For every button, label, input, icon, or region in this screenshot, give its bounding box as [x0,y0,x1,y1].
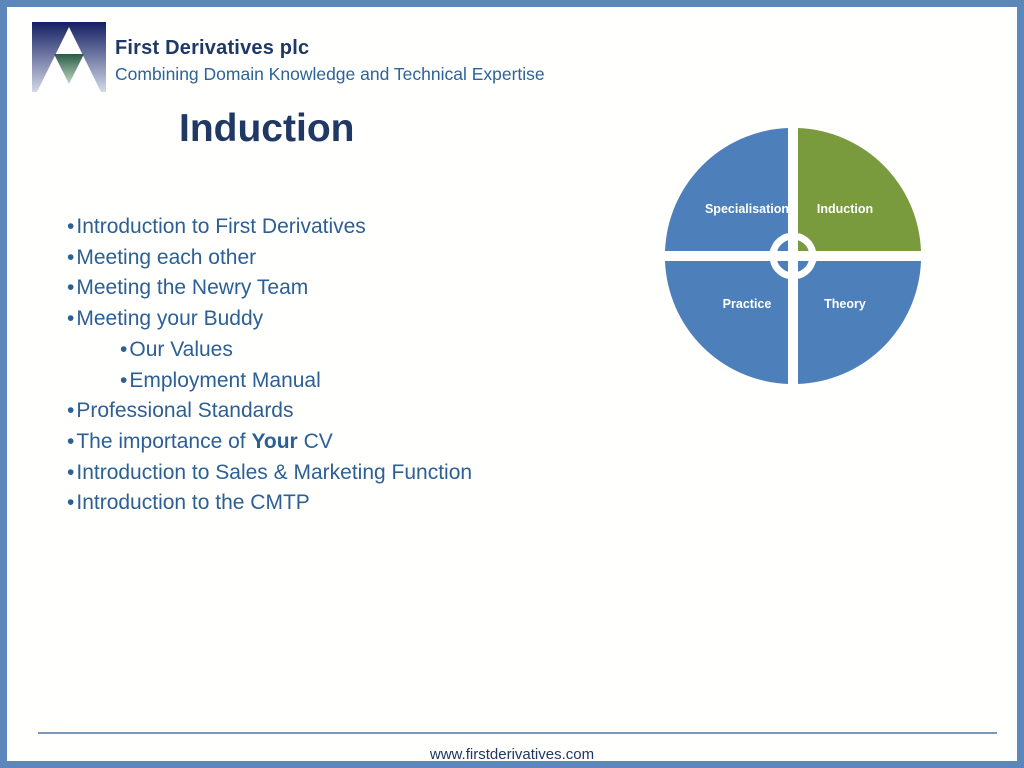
list-item-text: Meeting the Newry Team [76,276,309,300]
list-item-text: Meeting each other [76,245,257,269]
training-cycle-chart: Specialisation Induction Practice Theory [665,128,921,384]
list-item-text: Meeting your Buddy [76,307,264,331]
bullet-icon: • [67,429,75,453]
cycle-arrows-icon [764,232,822,280]
list-item: •Introduction to the CMTP [67,488,627,519]
bullet-icon: • [120,337,128,361]
company-tagline: Combining Domain Knowledge and Technical… [115,64,545,84]
bullet-icon: • [67,245,75,269]
list-item: •Meeting each other [67,243,627,274]
bullet-icon: • [67,307,75,331]
page-title: Induction [179,107,355,150]
footer-website-link[interactable]: www.firstderivatives.com [429,746,595,763]
list-item: •Our Values [67,335,627,366]
list-item-text: Employment Manual [129,368,321,392]
slice-label-practice: Practice [723,297,772,311]
first-derivatives-logo-icon [32,22,106,92]
bullet-icon: • [67,276,75,300]
footer-divider [38,732,997,734]
header: First Derivatives plc Combining Domain K… [115,37,545,85]
slice-label-theory: Theory [824,297,866,311]
list-item: •Meeting your Buddy [67,304,627,335]
list-item-text: CV [297,429,333,453]
list-item: •Introduction to First Derivatives [67,212,627,243]
slice-label-induction: Induction [817,202,873,216]
list-item-text: Introduction to Sales & Marketing Functi… [76,460,473,484]
list-item: •Employment Manual [67,366,627,397]
list-item: •Professional Standards [67,396,627,427]
bullet-icon: • [67,399,75,423]
slice-induction [798,128,921,251]
bullet-list: •Introduction to First Derivatives•Meeti… [67,212,627,519]
slice-specialisation [665,128,788,251]
list-item: •Introduction to Sales & Marketing Funct… [67,458,627,489]
list-item-text: Professional Standards [76,399,294,423]
slice-practice [665,261,788,384]
list-item-text: Introduction to First Derivatives [76,215,366,238]
bullet-icon: • [67,215,75,238]
slice-label-specialisation: Specialisation [705,202,789,216]
list-item-text: The importance of [76,429,252,453]
bullet-icon: • [67,491,75,515]
bullet-icon: • [67,460,75,484]
company-name: First Derivatives plc [115,37,310,59]
bullet-icon: • [120,368,128,392]
list-item-text: Introduction to the CMTP [76,491,310,515]
slice-theory [798,261,921,384]
list-item-text: Your [251,429,298,453]
list-item-text: Our Values [129,337,233,361]
list-item: •Meeting the Newry Team [67,273,627,304]
list-item: •The importance of Your CV [67,427,627,458]
